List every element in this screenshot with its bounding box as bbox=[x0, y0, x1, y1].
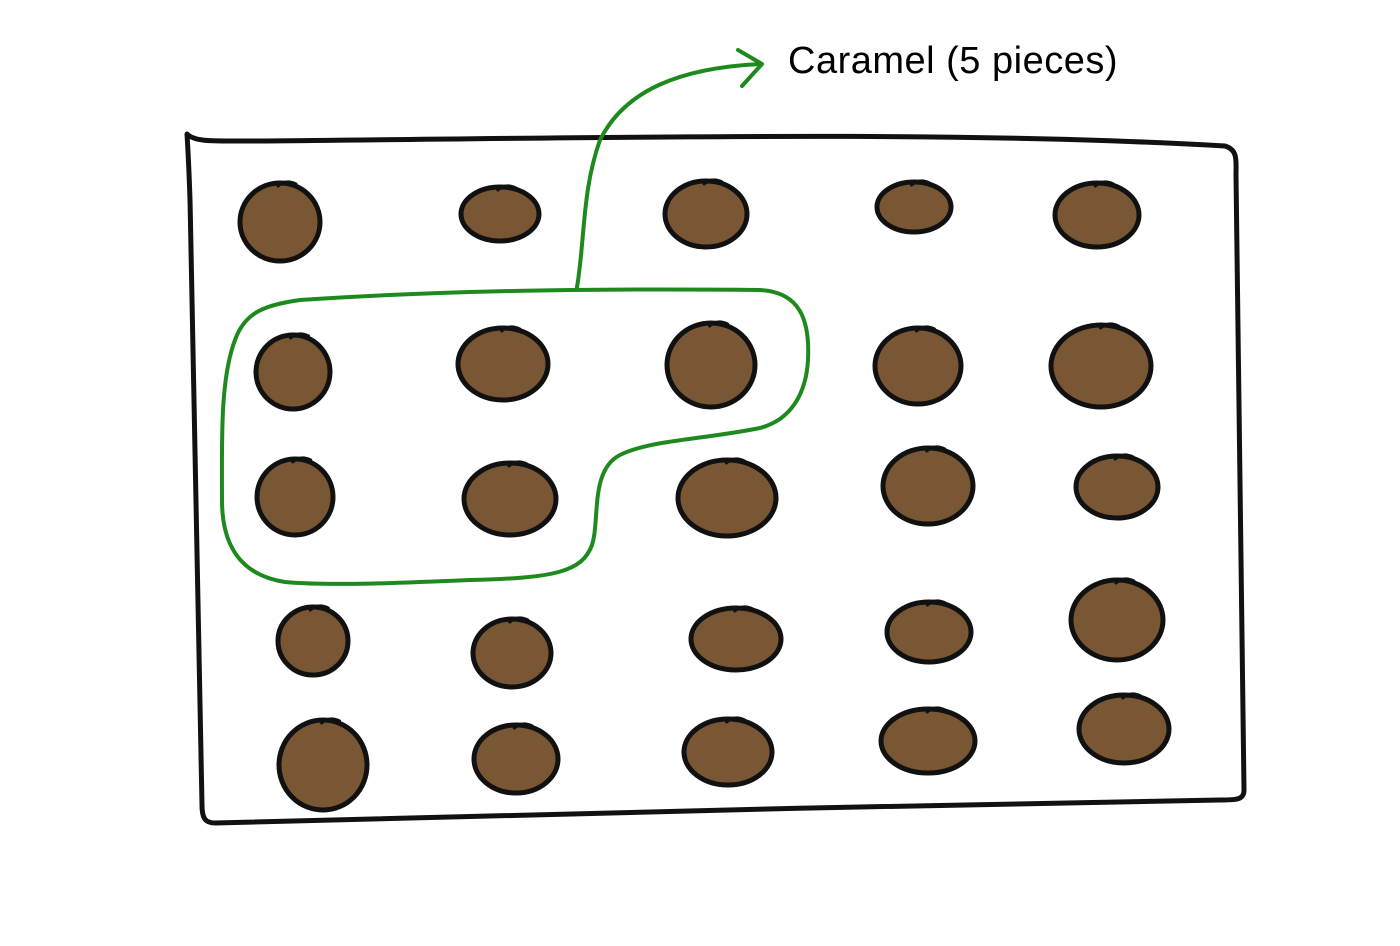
piece-sketch-stroke bbox=[1099, 322, 1120, 330]
chocolate-piece-r1-c2 bbox=[458, 184, 542, 244]
pieces-group bbox=[237, 178, 1172, 813]
chocolate-piece-r5-c1 bbox=[276, 717, 370, 813]
chocolate-piece-r2-c1 bbox=[253, 332, 333, 412]
chocolate-piece-r5-c3 bbox=[681, 716, 775, 788]
piece-sketch-stroke bbox=[1114, 577, 1136, 585]
chocolate-piece-r5-c4 bbox=[878, 706, 978, 776]
piece-sketch-stroke bbox=[289, 332, 311, 340]
piece-sketch-stroke bbox=[925, 706, 947, 714]
piece-sketch-stroke bbox=[724, 457, 746, 465]
piece-sketch-stroke bbox=[925, 599, 947, 607]
piece-sketch-stroke bbox=[508, 616, 530, 624]
piece-sketch-stroke bbox=[910, 179, 932, 187]
piece-sketch-stroke bbox=[914, 325, 936, 333]
piece-sketch-stroke bbox=[308, 604, 330, 612]
chocolate-piece-r2-c4 bbox=[872, 325, 964, 407]
chocolate-piece-r4-c5 bbox=[1068, 577, 1166, 663]
chocolate-piece-r3-c3 bbox=[675, 457, 779, 539]
chocolate-piece-r3-c2 bbox=[461, 460, 559, 538]
piece-sketch-stroke bbox=[276, 180, 298, 188]
chocolate-piece-r5-c2 bbox=[471, 722, 561, 796]
caramel-highlight-outline bbox=[219, 287, 811, 586]
chocolate-piece-r3-c4 bbox=[880, 445, 976, 527]
piece-sketch-stroke bbox=[320, 717, 342, 725]
piece-sketch-stroke bbox=[733, 605, 755, 613]
chocolate-piece-r1-c3 bbox=[662, 178, 750, 250]
chocolate-piece-r1-c4 bbox=[874, 179, 954, 235]
piece-sketch-stroke bbox=[925, 445, 947, 453]
chocolate-piece-r1-c5 bbox=[1052, 180, 1142, 250]
chocolate-piece-r2-c5 bbox=[1048, 322, 1154, 410]
arrow-head-icon bbox=[736, 48, 764, 88]
piece-sketch-stroke bbox=[512, 722, 534, 730]
piece-sketch-stroke bbox=[507, 460, 529, 468]
piece-sketch-stroke bbox=[702, 178, 724, 186]
piece-sketch-stroke bbox=[1121, 692, 1143, 700]
chocolate-piece-r4-c4 bbox=[884, 599, 974, 665]
chocolate-piece-r2-c3 bbox=[664, 320, 758, 410]
piece-sketch-stroke bbox=[1113, 453, 1135, 461]
caramel-label: Caramel (5 pieces) bbox=[788, 40, 1118, 82]
chocolate-piece-r5-c5 bbox=[1076, 692, 1172, 766]
box-outline bbox=[184, 131, 1247, 826]
chocolate-piece-r4-c3 bbox=[688, 605, 784, 673]
piece-sketch-stroke bbox=[496, 184, 518, 192]
piece-sketch-stroke bbox=[708, 320, 730, 328]
piece-sketch-stroke bbox=[725, 716, 747, 724]
piece-sketch-stroke bbox=[500, 325, 522, 333]
annotation-arrow bbox=[575, 62, 762, 289]
chocolate-piece-r3-c1 bbox=[254, 456, 336, 538]
chocolate-piece-r2-c2 bbox=[455, 325, 551, 403]
chocolate-piece-r4-c1 bbox=[275, 604, 351, 678]
piece-sketch-stroke bbox=[291, 456, 313, 464]
chocolate-piece-r3-c5 bbox=[1073, 453, 1161, 521]
chocolate-piece-r4-c2 bbox=[470, 616, 554, 690]
chocolate-piece-r1-c1 bbox=[237, 180, 323, 264]
piece-sketch-stroke bbox=[1093, 180, 1115, 188]
